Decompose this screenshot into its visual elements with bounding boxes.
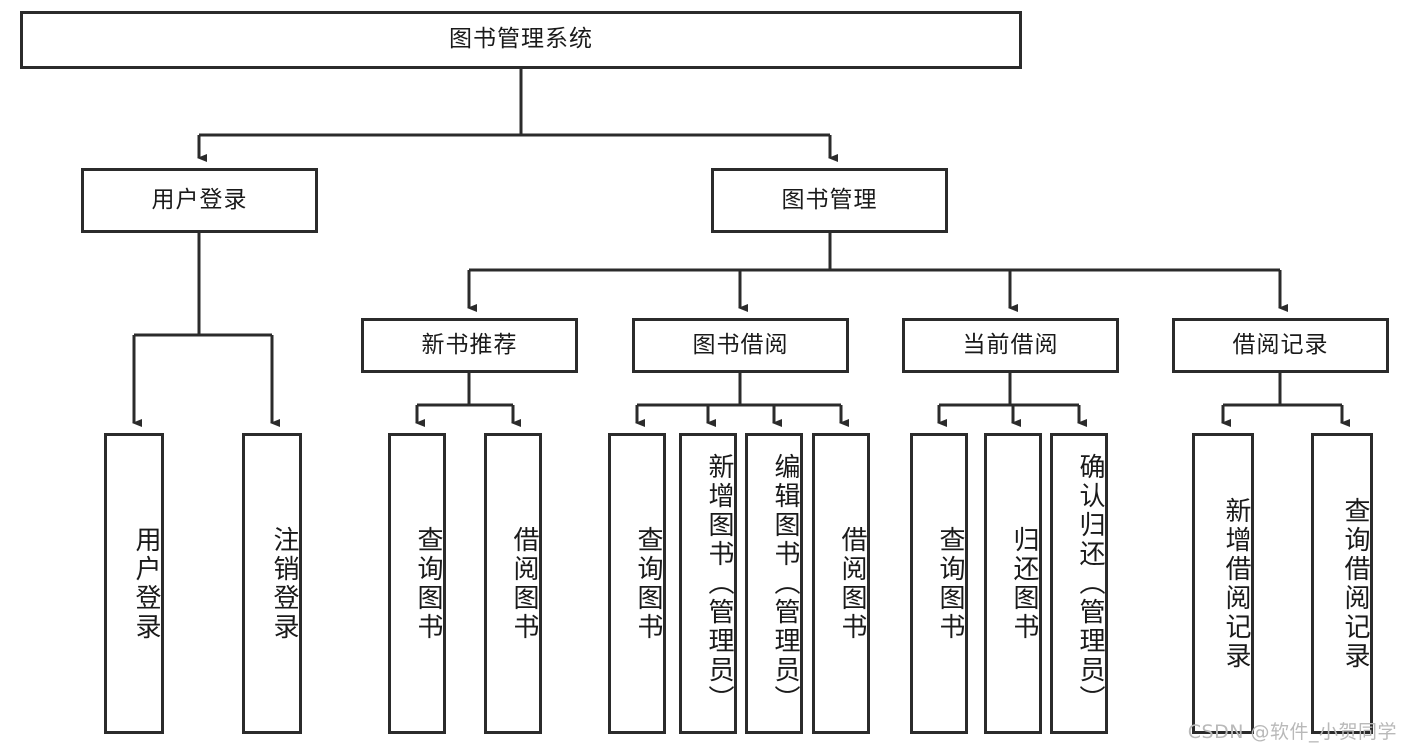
leaf-edit-book-admin[interactable]: 编辑图书（管理员） [745,433,803,734]
leaf-add-borrow-record[interactable]: 新增借阅记录 [1192,433,1254,734]
leaf-label: 借阅图书 [837,525,867,642]
node-root[interactable]: 图书管理系统 [20,11,1022,69]
node-new-book-recommend[interactable]: 新书推荐 [361,318,578,373]
leaf-label: 新增图书（管理员） [704,453,734,714]
leaf-label: 借阅图书 [509,525,539,642]
csdn-watermark: CSDN @软件_小贺同学 [1187,721,1397,743]
leaf-query-book-borrow[interactable]: 查询图书 [608,433,666,734]
node-current-borrow[interactable]: 当前借阅 [902,318,1119,373]
leaf-label: 查询图书 [633,525,663,642]
leaf-user-login[interactable]: 用户登录 [104,433,164,734]
leaf-query-book-current[interactable]: 查询图书 [910,433,968,734]
leaf-label: 查询借阅记录 [1340,496,1370,671]
leaf-query-borrow-record[interactable]: 查询借阅记录 [1311,433,1373,734]
leaf-query-book-newbook[interactable]: 查询图书 [388,433,446,734]
leaf-label: 归还图书 [1009,525,1039,642]
leaf-label: 新增借阅记录 [1221,496,1251,671]
leaf-label: 编辑图书（管理员） [770,453,800,714]
node-book-borrow[interactable]: 图书借阅 [632,318,849,373]
leaf-label: 查询图书 [935,525,965,642]
leaf-label: 用户登录 [131,525,161,642]
leaf-borrow-book[interactable]: 借阅图书 [812,433,870,734]
leaf-logout[interactable]: 注销登录 [242,433,302,734]
leaf-label: 查询图书 [413,525,443,642]
node-borrow-record[interactable]: 借阅记录 [1172,318,1389,373]
node-user-login[interactable]: 用户登录 [81,168,318,233]
leaf-label: 确认归还（管理员） [1075,453,1105,714]
leaf-add-book-admin[interactable]: 新增图书（管理员） [679,433,737,734]
leaf-borrow-book-newbook[interactable]: 借阅图书 [484,433,542,734]
leaf-confirm-return-admin[interactable]: 确认归还（管理员） [1050,433,1108,734]
leaf-label: 注销登录 [269,525,299,642]
leaf-return-book[interactable]: 归还图书 [984,433,1042,734]
node-book-management[interactable]: 图书管理 [711,168,948,233]
